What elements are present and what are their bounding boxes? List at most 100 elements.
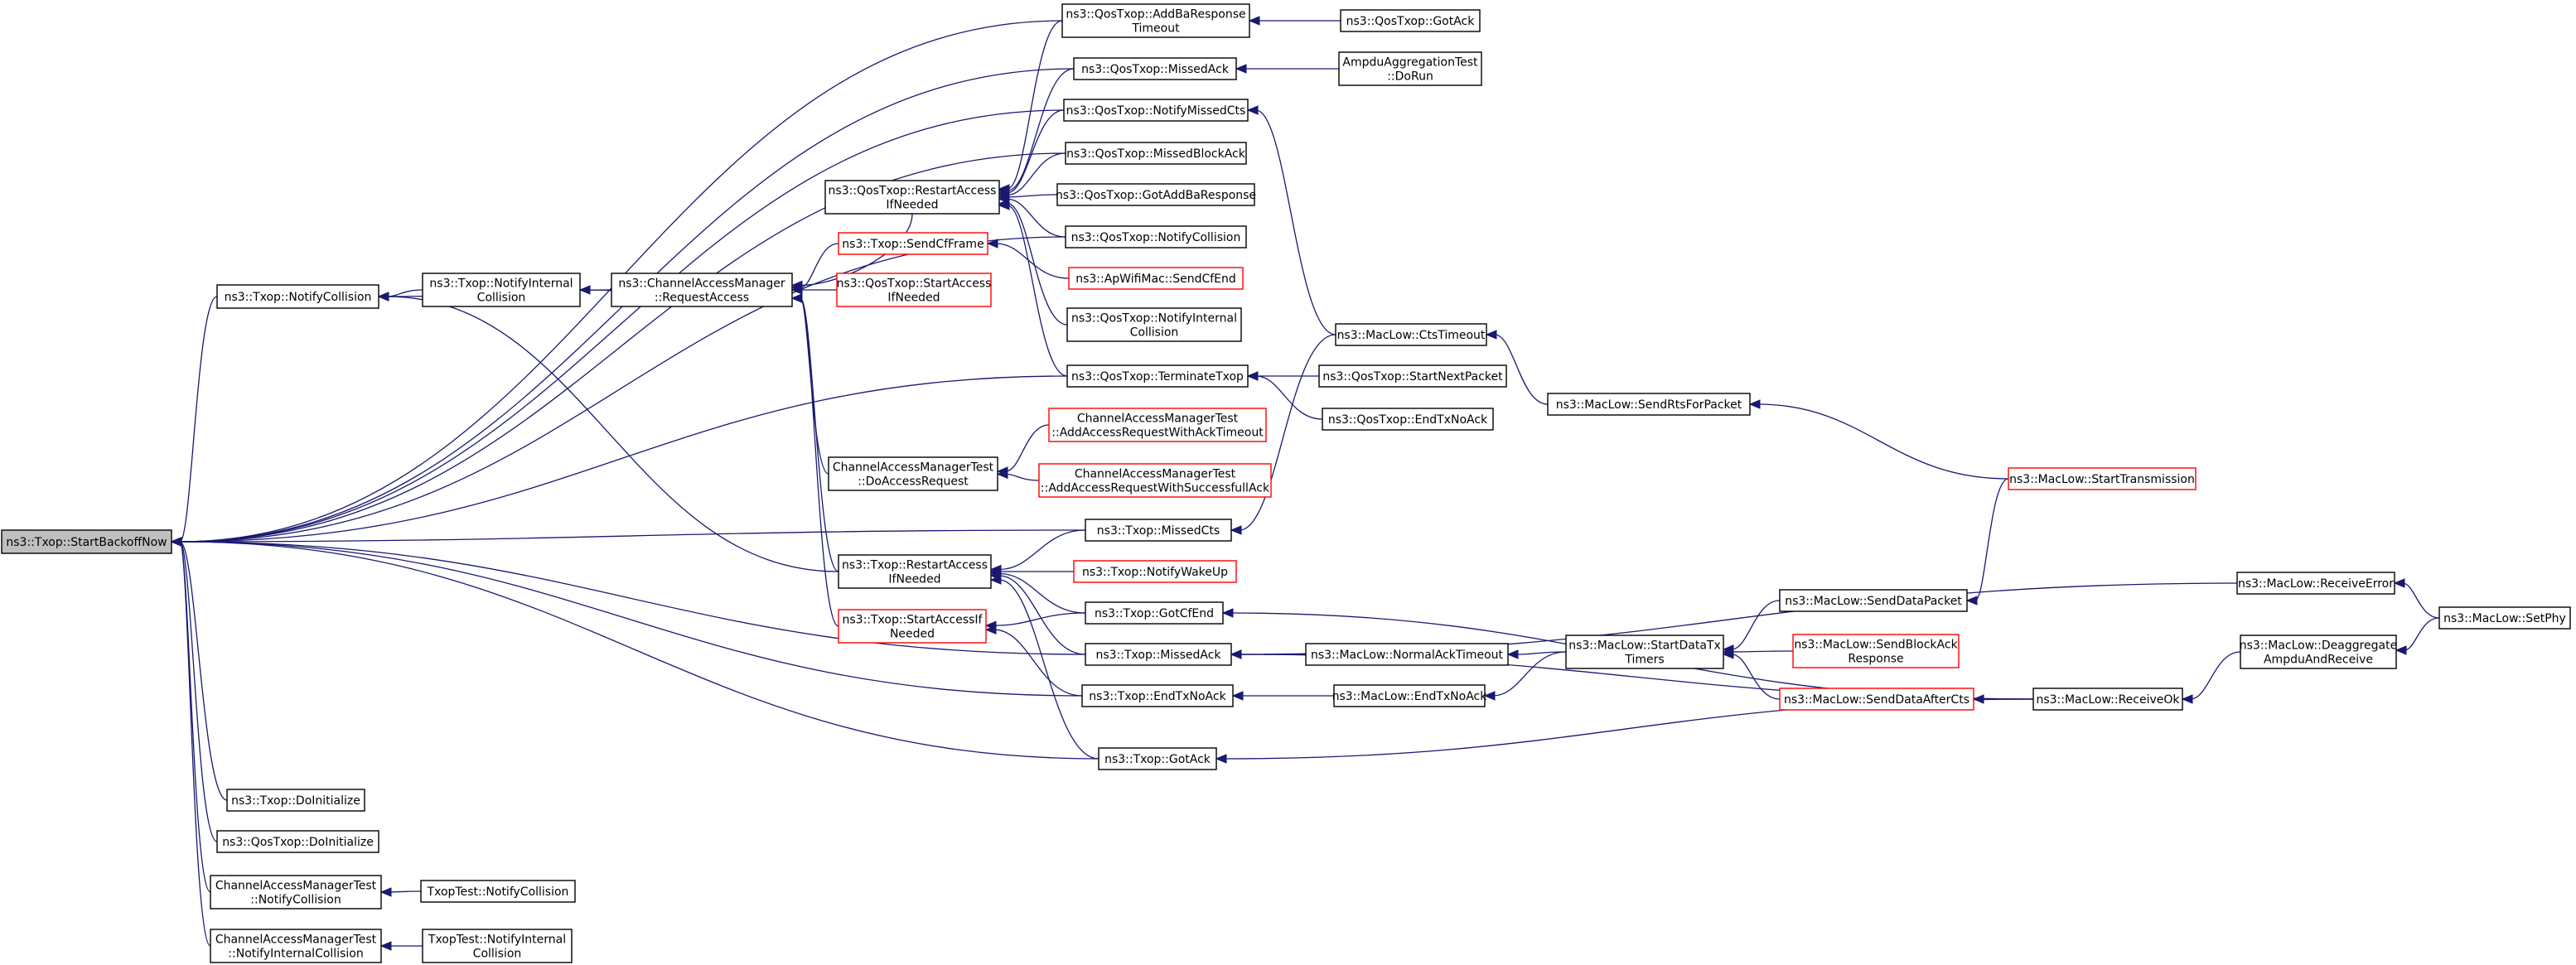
node-camtSuccessfullAck[interactable]: ChannelAccessManagerTest::AddAccessReque…	[1038, 463, 1272, 498]
node-label: ns3::MacLow::StartDataTx	[1568, 639, 1721, 653]
node-qosStartNextPacket[interactable]: ns3::QosTxop::StartNextPacket	[1318, 364, 1507, 388]
call-edge	[993, 629, 1083, 697]
edge-arrowhead	[1972, 694, 1984, 704]
call-edge	[1731, 654, 1781, 700]
call-edge	[1007, 194, 1058, 198]
node-label: ChannelAccessManagerTest	[215, 880, 377, 893]
node-txopNotifyInternalCollision[interactable]: ns3::Txop::NotifyInternalCollision	[422, 273, 581, 307]
node-txopEndTxNoAck[interactable]: ns3::Txop::EndTxNoAck	[1081, 684, 1234, 707]
edge-arrowhead	[998, 200, 1010, 210]
node-ampduDoRun[interactable]: AmpduAggregationTest::DoRun	[1338, 51, 1482, 86]
node-box	[838, 232, 988, 255]
node-sendCfFrame[interactable]: ns3::Txop::SendCfFrame	[838, 232, 988, 255]
node-qosMissedAck[interactable]: ns3::QosTxop::MissedAck	[1073, 57, 1237, 80]
call-edge	[998, 575, 1086, 655]
node-qosTerminateTxop[interactable]: ns3::QosTxop::TerminateTxop	[1066, 364, 1249, 388]
node-label: ns3::MacLow::Deaggregate	[2240, 639, 2397, 653]
edge-arrowhead	[1506, 649, 1519, 659]
node-box	[838, 554, 992, 589]
node-macSendDataAfterCts[interactable]: ns3::MacLow::SendDataAfterCts	[1779, 688, 1974, 711]
edge-arrowhead	[379, 887, 392, 897]
node-box	[1305, 643, 1509, 666]
node-macCtsTimeout[interactable]: ns3::MacLow::CtsTimeout	[1335, 323, 1487, 346]
edge-arrowhead	[790, 285, 803, 295]
edge-arrowhead	[1235, 64, 1247, 74]
node-camtDoAccessRequest[interactable]: ChannelAccessManagerTest::DoAccessReques…	[828, 456, 998, 491]
node-txopMissedAck[interactable]: ns3::Txop::MissedAck	[1085, 643, 1232, 666]
node-label: ns3::MacLow::SendRtsForPacket	[1556, 398, 1742, 412]
node-camtAckTimeout[interactable]: ChannelAccessManagerTest::AddAccessReque…	[1048, 408, 1267, 442]
node-qosDoInitialize[interactable]: ns3::QosTxop::DoInitialize	[216, 830, 379, 853]
node-label: ns3::QosTxop::RestartAccess	[829, 185, 997, 198]
node-label: ns3::Txop::SendCfFrame	[842, 238, 984, 251]
edge-arrowhead	[578, 285, 591, 295]
node-qosGotAddBaResponse[interactable]: ns3::QosTxop::GotAddBaResponse	[1056, 183, 1256, 206]
call-edge	[800, 243, 839, 288]
call-edge	[1007, 205, 1068, 377]
node-macNormalAckTimeout[interactable]: ns3::MacLow::NormalAckTimeout	[1305, 643, 1509, 666]
node-box	[1073, 560, 1237, 583]
node-qosNotifyInternalCollision[interactable]: ns3::QosTxop::NotifyInternalCollision	[1066, 307, 1242, 342]
node-txopGotAck[interactable]: ns3::Txop::GotAck	[1098, 747, 1217, 770]
call-edge	[2190, 651, 2241, 700]
node-box	[1335, 323, 1487, 346]
node-txopNotifyCollision[interactable]: ns3::Txop::NotifyCollision	[216, 284, 379, 309]
call-edge	[1007, 109, 1065, 194]
node-apSendCfEnd[interactable]: ns3::ApWifiMac::SendCfEnd	[1068, 267, 1244, 290]
node-box	[216, 830, 379, 853]
node-box	[2240, 634, 2397, 669]
node-txopMissedCts[interactable]: ns3::Txop::MissedCts	[1085, 519, 1232, 542]
node-label: ns3::MacLow::EndTxNoAck	[1332, 690, 1488, 703]
node-label: ::NotifyInternalCollision	[228, 948, 363, 961]
node-txopNotifyWakeUp[interactable]: ns3::Txop::NotifyWakeUp	[1073, 560, 1237, 583]
edge-arrowhead	[377, 292, 389, 302]
node-qosEndTxNoAck[interactable]: ns3::QosTxop::EndTxNoAck	[1322, 408, 1494, 431]
node-txopTestNotifyCollision[interactable]: TxopTest::NotifyCollision	[420, 880, 576, 903]
node-macReceiveError[interactable]: ns3::MacLow::ReceiveError	[2236, 572, 2395, 595]
node-box	[1340, 9, 1481, 32]
node-label: ns3::QosTxop::GotAddBaResponse	[1056, 189, 1256, 202]
node-box	[2032, 688, 2183, 711]
call-edge	[1007, 203, 1068, 326]
edge-arrowhead	[2395, 645, 2407, 655]
node-txopDoInitialize[interactable]: ns3::Txop::DoInitialize	[226, 789, 365, 812]
node-qosMissedBlockAck[interactable]: ns3::QosTxop::MissedBlockAck	[1065, 142, 1247, 165]
node-label: ns3::Txop::NotifyInternal	[429, 277, 573, 291]
call-edge	[998, 579, 1100, 760]
node-macSetPhy[interactable]: ns3::MacLow::SetPhy	[2438, 606, 2571, 630]
node-camtNotifyCollision[interactable]: ChannelAccessManagerTest::NotifyCollisio…	[210, 875, 382, 910]
node-qosNotifyCollision[interactable]: ns3::QosTxop::NotifyCollision	[1065, 225, 1247, 248]
node-txopTestNotifyInternalCollision[interactable]: TxopTest::NotifyInternalCollision	[422, 929, 573, 963]
node-box	[420, 880, 576, 903]
node-txopGotCfEnd[interactable]: ns3::Txop::GotCfEnd	[1085, 601, 1224, 625]
call-edge	[1007, 198, 1066, 238]
node-box	[1565, 634, 1724, 669]
edge-arrowhead	[2181, 694, 2193, 704]
node-macStartTransmission[interactable]: ns3::MacLow::StartTransmission	[2008, 467, 2197, 490]
node-label: AmpduAggregationTest	[1342, 56, 1478, 70]
call-edge	[2402, 582, 2440, 619]
node-macReceiveOk[interactable]: ns3::MacLow::ReceiveOk	[2032, 688, 2183, 711]
edge-arrowhead	[996, 469, 1008, 480]
node-macSendRtsForPacket[interactable]: ns3::MacLow::SendRtsForPacket	[1547, 393, 1751, 416]
node-label: ChannelAccessManagerTest	[833, 461, 994, 475]
node-macEndTxNoAck[interactable]: ns3::MacLow::EndTxNoAck	[1332, 684, 1488, 707]
node-box	[1038, 463, 1272, 498]
node-macSendDataPacket[interactable]: ns3::MacLow::SendDataPacket	[1779, 589, 1968, 612]
edge-arrowhead	[1221, 608, 1234, 618]
node-qosNotifyMissedCts[interactable]: ns3::QosTxop::NotifyMissedCts	[1063, 99, 1249, 122]
node-camtNotifyInternalCollision[interactable]: ChannelAccessManagerTest::NotifyInternal…	[210, 929, 382, 963]
node-label: ::NotifyCollision	[250, 894, 341, 907]
node-box	[2008, 467, 2197, 490]
node-label: ns3::ChannelAccessManager	[618, 277, 785, 291]
node-qosGotAck[interactable]: ns3::QosTxop::GotAck	[1340, 9, 1481, 32]
node-camRequestAccess[interactable]: ns3::ChannelAccessManager::RequestAccess	[611, 273, 793, 307]
